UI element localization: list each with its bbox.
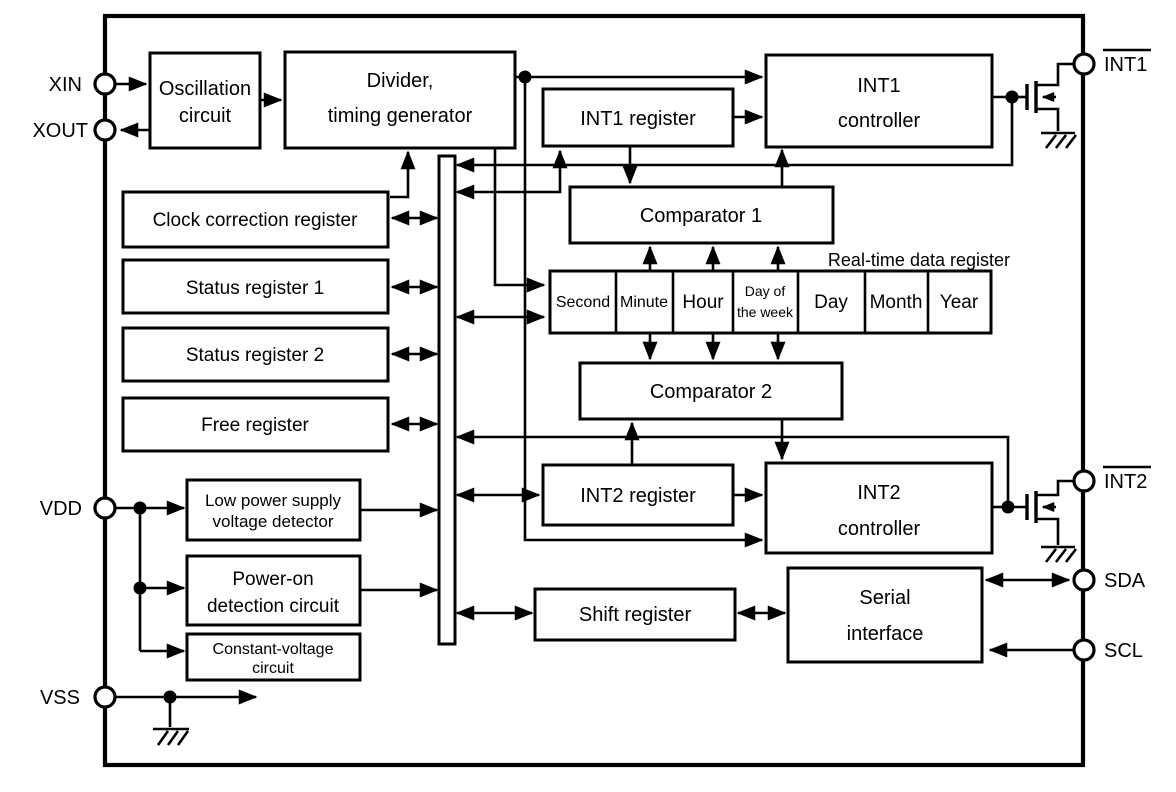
pin-label-scl: SCL xyxy=(1104,640,1143,662)
pin-xout xyxy=(93,118,117,142)
clock-correction-label: Clock correction register xyxy=(153,210,359,231)
wire-divider-second xyxy=(493,149,546,293)
int1-nmos-transistor-icon xyxy=(1012,62,1074,131)
shift-register-label: Shift register xyxy=(579,604,692,626)
int2-ground-icon xyxy=(1041,545,1078,563)
block-oscillation-circuit: Oscillation circuit xyxy=(148,51,262,150)
comparator-2-label: Comparator 2 xyxy=(650,381,772,403)
rtc-cell-month: Month xyxy=(870,292,923,313)
int1-source xyxy=(1036,107,1060,131)
power-on-label-2: detection circuit xyxy=(207,596,340,617)
block-int2-controller: INT2 controller xyxy=(764,461,994,555)
chip-border xyxy=(102,13,1086,768)
wire-clockcorr-divider xyxy=(390,150,416,199)
block-low-power-supply-voltage-detector: Low power supply voltage detector xyxy=(185,478,362,542)
block-status-register-1: Status register 1 xyxy=(121,258,390,315)
int1-ground-icon xyxy=(1041,131,1078,149)
wire-int2-feedback-bus xyxy=(455,429,1010,501)
status-register-2-label: Status register 2 xyxy=(186,345,324,366)
block-comparator-2: Comparator 2 xyxy=(578,361,844,421)
constant-voltage-label-1: Constant-voltage xyxy=(213,641,334,658)
rtc-cell-year: Year xyxy=(940,292,979,313)
low-power-label-2: voltage detector xyxy=(213,512,334,531)
int2-drain xyxy=(1036,479,1074,497)
pin-scl xyxy=(1072,638,1096,662)
block-clock-correction-register: Clock correction register xyxy=(121,190,390,249)
oscillation-label-1: Oscillation xyxy=(159,78,251,100)
pins: XIN XOUT VDD VSS INT1 INT2 SDA SCL xyxy=(32,48,1151,709)
low-power-label-1: Low power supply xyxy=(205,491,342,510)
pin-label-sda: SDA xyxy=(1104,570,1146,592)
rtc-cell-hour: Hour xyxy=(682,292,724,313)
rtc-cell-separators xyxy=(614,271,930,333)
constant-voltage-label-2: circuit xyxy=(252,660,294,677)
oscillation-label-2: circuit xyxy=(179,105,232,127)
pin-int1 xyxy=(1072,52,1096,76)
power-on-label-1: Power-on xyxy=(232,569,313,590)
vss-ground-icon xyxy=(153,727,190,746)
block-power-on-detection-circuit: Power-on detection circuit xyxy=(185,554,362,627)
pin-sda xyxy=(1072,568,1096,592)
wires xyxy=(115,69,1073,727)
serial-interface-label-1: Serial xyxy=(859,587,910,609)
int2-controller-label-2: controller xyxy=(838,518,921,540)
block-free-register: Free register xyxy=(121,396,390,453)
pin-label-vss: VSS xyxy=(40,687,80,709)
int1-register-label: INT1 register xyxy=(580,108,696,130)
pin-xin xyxy=(93,72,117,96)
wire-timing-int2-controller xyxy=(523,77,764,548)
int2-nmos-transistor-icon xyxy=(1008,479,1074,545)
rtc-cell-dow-1: Day of xyxy=(745,283,786,299)
rtc-cell-minute: Minute xyxy=(620,294,668,311)
rtc-cell-second: Second xyxy=(556,294,610,311)
pin-label-xout: XOUT xyxy=(32,120,88,142)
pin-int2 xyxy=(1072,469,1096,493)
int1-drain xyxy=(1036,62,1074,87)
int2-source xyxy=(1036,517,1060,545)
status-register-1-label: Status register 1 xyxy=(186,278,324,299)
block-int1-controller: INT1 controller xyxy=(764,53,994,149)
pin-vdd xyxy=(93,496,117,520)
block-comparator-1: Comparator 1 xyxy=(568,185,835,245)
pin-label-int2: INT2 xyxy=(1104,471,1147,493)
block-int2-register: INT2 register xyxy=(541,463,735,527)
wire-bus-int1reg xyxy=(455,149,568,200)
pin-label-vdd: VDD xyxy=(40,498,82,520)
rtc-row-label: Real-time data register xyxy=(828,250,1010,270)
divider-label-2: timing generator xyxy=(328,105,473,127)
pin-vss xyxy=(93,685,117,709)
rtc-cell-day: Day xyxy=(814,292,848,313)
block-int1-register: INT1 register xyxy=(541,87,735,148)
divider-label-1: Divider, xyxy=(367,70,434,92)
comparator-1-label: Comparator 1 xyxy=(640,205,762,227)
block-constant-voltage-circuit: Constant-voltage circuit xyxy=(185,632,362,682)
block-serial-interface: Serial interface xyxy=(786,566,984,664)
serial-interface-label-2: interface xyxy=(847,623,924,645)
rtc-cell-dow-2: the week xyxy=(737,304,794,320)
real-time-data-register: Real-time data register Second Minute Ho… xyxy=(548,250,1010,335)
internal-bus-bar xyxy=(437,154,457,646)
block-status-register-2: Status register 2 xyxy=(121,326,390,383)
block-divider-timing-generator: Divider, timing generator xyxy=(283,50,517,150)
block-shift-register: Shift register xyxy=(533,587,737,642)
pin-label-xin: XIN xyxy=(49,74,82,96)
int1-controller-label-2: controller xyxy=(838,110,921,132)
wire-int1-feedback-bus xyxy=(455,103,1014,173)
free-register-label: Free register xyxy=(201,415,309,436)
int1-controller-label-1: INT1 xyxy=(857,75,900,97)
int2-controller-label-1: INT2 xyxy=(857,482,900,504)
blocks: Oscillation circuit Divider, timing gene… xyxy=(121,50,1010,682)
int2-register-label: INT2 register xyxy=(580,485,696,507)
pin-label-int1: INT1 xyxy=(1104,54,1147,76)
